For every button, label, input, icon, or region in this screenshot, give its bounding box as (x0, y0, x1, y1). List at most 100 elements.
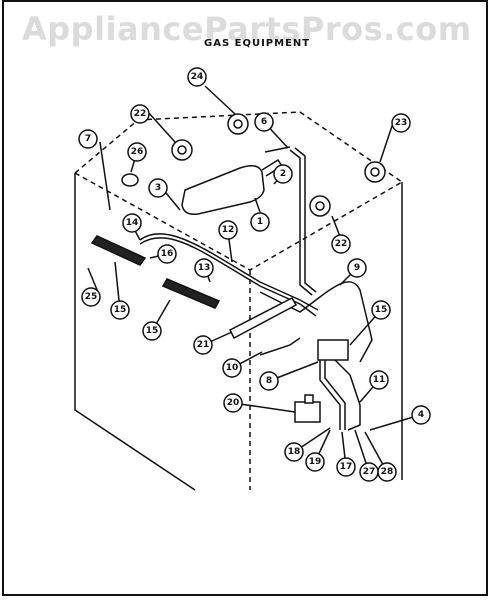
callout-circle-6 (78, 129, 98, 149)
callout-5: 6 (261, 117, 267, 127)
bar-15-lower (161, 278, 221, 309)
pipe-9 (259, 337, 301, 356)
callout-24: 24 (191, 72, 204, 82)
callout-11: 12 (222, 225, 235, 235)
cap-26 (121, 173, 139, 187)
callout-8: 9 (354, 263, 360, 273)
pipe-7-wall (324, 360, 346, 430)
cabinet-front-left-edge (74, 173, 196, 491)
callout-circle-14 (371, 300, 391, 320)
ring-22-bottom-center (315, 201, 325, 211)
callout-circle-11 (218, 220, 238, 240)
callout-circle-18 (284, 442, 304, 462)
callout-4: 4 (418, 410, 424, 420)
pipe-7 (319, 360, 341, 430)
callout-23: 23 (395, 118, 408, 128)
callout-15-left: 15 (114, 305, 127, 315)
diagram-title: GAS EQUIPMENT (204, 38, 311, 49)
vertical-pipe (289, 149, 313, 296)
bar-15-upper (90, 235, 147, 266)
callout-26: 26 (131, 147, 144, 157)
ring-24-center (233, 119, 243, 129)
ring-22-top-center (177, 145, 187, 155)
callout-circle-17 (336, 457, 356, 477)
callout-17: 17 (340, 462, 353, 472)
diagram-frame (2, 0, 488, 596)
callout-22-bottom: 22 (335, 239, 348, 249)
callout-18: 18 (288, 447, 301, 457)
ring-22-top (171, 139, 193, 161)
callout-circle-15-left (110, 300, 130, 320)
callout-circle-8 (347, 258, 367, 278)
watermark: AppliancePartsPros.com (22, 10, 472, 48)
cabinet-top-front-edge (74, 172, 403, 271)
ring-24 (227, 113, 249, 135)
callout-circle-24 (187, 67, 207, 87)
callout-circle-5-top (254, 112, 274, 132)
main-gas-pipe (139, 233, 319, 311)
callout-circle-12 (194, 258, 214, 278)
callout-19: 19 (309, 457, 322, 467)
leader-20 (232, 402, 296, 413)
vertical-pipe-wall (294, 147, 317, 293)
callout-circle-23 (391, 113, 411, 133)
callout-9: 10 (226, 363, 239, 373)
burner-1-body (181, 165, 265, 216)
callout-16: 16 (161, 249, 174, 259)
cabinet-top-back-edge (137, 111, 301, 121)
cabinet-top-left-edge (74, 119, 139, 174)
callout-circle-22-top (130, 104, 150, 124)
pipe-10 (329, 354, 361, 431)
callout-circle-7 (259, 371, 279, 391)
callout-28: 28 (381, 467, 394, 477)
callout-15-right: 15 (146, 326, 159, 336)
callout-circle-2 (273, 164, 293, 184)
leader-23 (379, 122, 394, 163)
leader-6 (99, 141, 111, 211)
callout-6: 7 (85, 134, 91, 144)
main-gas-pipe-wall (139, 237, 317, 317)
regulator-20-cap (304, 394, 314, 404)
callout-13: 14 (126, 218, 139, 228)
leader-24 (204, 85, 236, 115)
callout-circle-3-left (148, 178, 168, 198)
callout-circle-26 (127, 142, 147, 162)
callout-22-top: 22 (134, 109, 147, 119)
callout-12: 13 (198, 263, 211, 273)
burner-21-body (228, 297, 298, 340)
callout-circle-4 (411, 405, 431, 425)
callout-circle-21 (193, 335, 213, 355)
leader-22-top (147, 111, 176, 143)
callout-21: 21 (197, 340, 210, 350)
callout-27: 27 (363, 467, 376, 477)
valve-14 (317, 339, 349, 361)
callout-circle-20 (223, 393, 243, 413)
callout-20: 20 (227, 398, 240, 408)
callout-2: 2 (280, 169, 286, 179)
callout-10: 11 (373, 375, 386, 385)
callout-circle-25 (81, 287, 101, 307)
callout-14: 15 (375, 305, 388, 315)
callout-circle-28 (377, 462, 397, 482)
regulator-20 (294, 401, 321, 423)
callout-circle-9 (222, 358, 242, 378)
pipe-to-5 (264, 146, 291, 153)
callout-circle-1 (250, 212, 270, 232)
callout-circle-15-right (142, 321, 162, 341)
leader-1 (254, 197, 261, 213)
callout-circle-10 (369, 370, 389, 390)
callout-7: 8 (266, 376, 272, 386)
callout-circle-16 (157, 244, 177, 264)
callout-1: 1 (257, 217, 263, 227)
callout-circle-13 (122, 213, 142, 233)
ring-23-center (370, 167, 380, 177)
ring-23 (364, 161, 386, 183)
callout-3-left: 3 (155, 183, 161, 193)
cabinet-top-right-edge (299, 111, 403, 183)
callout-25: 25 (85, 292, 98, 302)
ring-22-bottom (309, 195, 331, 217)
callout-circle-22-bottom (331, 234, 351, 254)
callout-circle-19 (305, 452, 325, 472)
